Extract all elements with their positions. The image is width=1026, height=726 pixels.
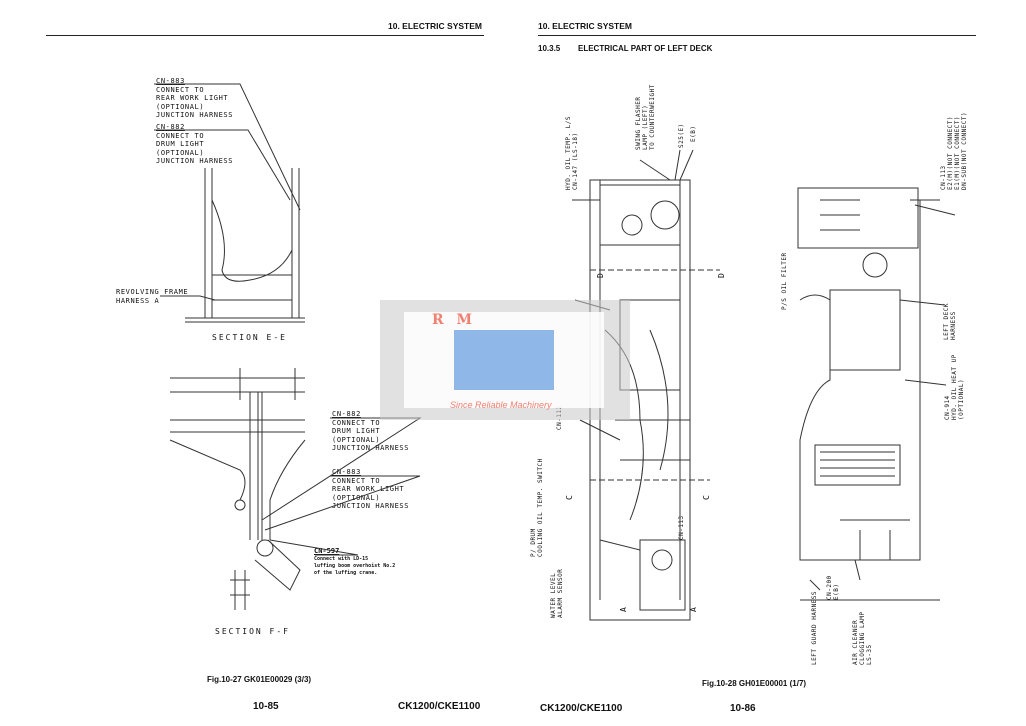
section-number: 10.3.5 [538, 44, 561, 53]
watermark-tagline: Since Reliable Machinery [450, 400, 552, 410]
section-e-e-label: SECTION E-E [212, 333, 287, 342]
right-header-rule [538, 35, 976, 36]
watermark-brand: R M [432, 312, 477, 328]
left-model: CK1200/CKE1100 [398, 701, 481, 712]
left-deck-side-drawing [797, 187, 956, 601]
section-f-f-drawing [169, 368, 422, 610]
right-figure-caption: Fig.10-28 GH01E00001 (1/7) [702, 679, 807, 688]
watermark: R M Since Reliable Machinery [380, 300, 630, 420]
right-page-number: 10-86 [730, 703, 756, 714]
left-header-rule [46, 35, 484, 36]
section-title: ELECTRICAL PART OF LEFT DECK [578, 44, 713, 53]
section-e-e-drawing [154, 83, 305, 323]
section-f-f-label: SECTION F-F [215, 627, 290, 636]
left-page-header: 10. ELECTRIC SYSTEM [388, 21, 482, 31]
right-model: CK1200/CKE1100 [540, 703, 623, 714]
watermark-logo [454, 330, 554, 390]
left-page-number: 10-85 [253, 701, 279, 712]
right-page-header: 10. ELECTRIC SYSTEM [538, 21, 632, 31]
note-revolving-frame: REVOLVING FRAME HARNESS A [116, 288, 189, 305]
left-figure-caption: Fig.10-27 GK01E00029 (3/3) [207, 675, 312, 684]
